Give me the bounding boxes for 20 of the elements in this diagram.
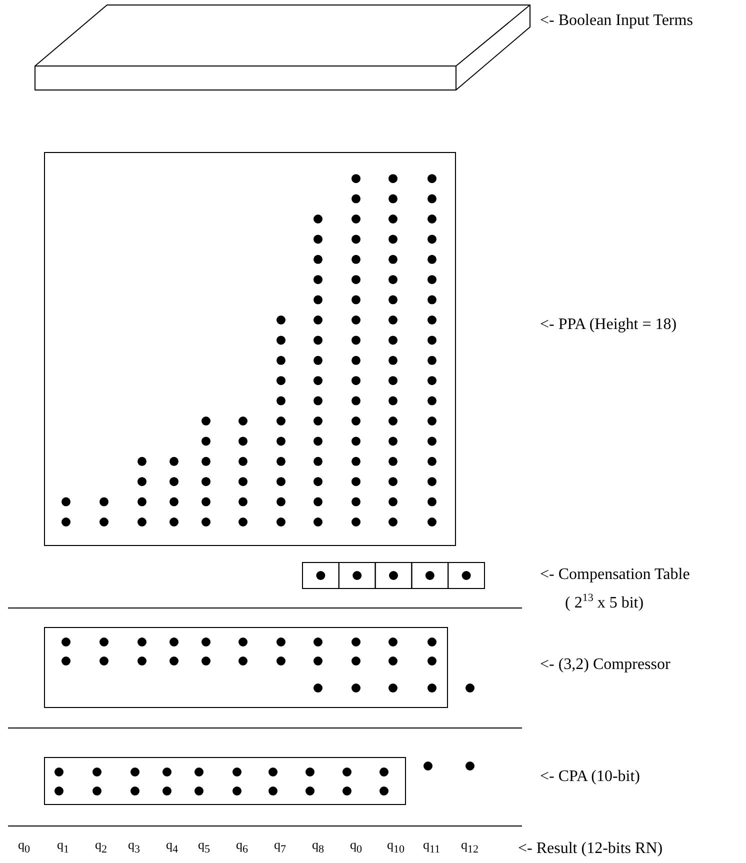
row-label: <- PPA (Height = 18) xyxy=(540,316,677,334)
row-label: <- Boolean Input Terms xyxy=(540,12,693,30)
bit-label: q$_{12}$ xyxy=(461,838,478,857)
row-label: <- Result (12-bits RN) xyxy=(518,840,663,858)
bit-label: q$_{0}$ xyxy=(350,838,362,857)
row-label: <- Compensation Table xyxy=(540,566,690,584)
bit-label: q$_{4}$ xyxy=(166,838,178,857)
bit-label: q$_{10}$ xyxy=(387,838,404,857)
bit-label: q$_{6}$ xyxy=(236,838,248,857)
bit-label: q$_{0}$ xyxy=(18,838,30,857)
bit-label: q$_{7}$ xyxy=(274,838,286,857)
bit-label: q$_{2}$ xyxy=(95,838,107,857)
bit-label: q$_{5}$ xyxy=(198,838,210,857)
bit-label: q$_{1}$ xyxy=(57,838,69,857)
size-note: ( 2$^{13}$ x 5 bit) xyxy=(565,591,644,612)
row-label: <- (3,2) Compressor xyxy=(540,656,670,674)
bit-label: q$_{8}$ xyxy=(312,838,324,857)
bit-label: q$_{11}$ xyxy=(423,838,440,857)
row-label: <- CPA (10-bit) xyxy=(540,768,640,786)
bit-label: q$_{3}$ xyxy=(128,838,140,857)
